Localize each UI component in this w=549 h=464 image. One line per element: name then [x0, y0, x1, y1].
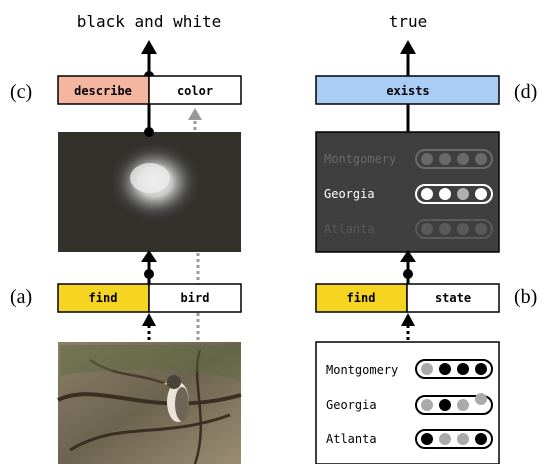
kb-state-name: Georgia	[326, 398, 377, 412]
describe-module-label: describe	[74, 84, 132, 98]
bird-photo-foliage	[60, 345, 240, 380]
right-join-dot-mid	[403, 269, 413, 279]
kb-pill-georgia	[415, 393, 493, 415]
bird-module-label: bird	[181, 291, 210, 305]
attention-map-core	[130, 163, 170, 193]
attention-state-name: Montgomery	[324, 152, 396, 166]
attention-pill-atlanta	[415, 219, 493, 239]
left-dotted-arrowhead-top	[188, 108, 202, 120]
right-output-arrowhead	[400, 40, 416, 54]
bird-photo-bird-head	[167, 375, 181, 389]
right-output-text: true	[389, 12, 428, 31]
attention-pill-montgomery	[415, 149, 493, 169]
attention-state-name: Atlanta	[324, 222, 375, 236]
bird-photo-branch-1	[57, 392, 242, 406]
bird-photo-bird-beak	[163, 382, 167, 385]
left-join-dot-image	[144, 127, 154, 137]
kb-state-name: Montgomery	[326, 363, 398, 377]
find-module-left-label: find	[89, 291, 118, 305]
left-output-text: black and white	[77, 12, 222, 31]
kb-state-name: Atlanta	[326, 432, 377, 446]
left-join-dot-mid	[144, 269, 154, 279]
attention-pill-georgia	[415, 184, 493, 204]
bird-module	[148, 283, 242, 313]
left-dotted-arrowhead-bottom	[142, 313, 156, 326]
kb-pill-atlanta	[415, 429, 493, 449]
find-module-right-label: find	[347, 291, 376, 305]
attention-state-name: Georgia	[324, 187, 375, 201]
color-module-label: color	[177, 84, 213, 98]
label-b: (b)	[514, 286, 537, 308]
find-module-right	[315, 283, 408, 313]
label-a: (a)	[10, 286, 32, 308]
state-module-label: state	[435, 291, 471, 305]
left-mid-arrowhead	[141, 250, 157, 262]
bird-photo-bird-wing	[175, 387, 189, 421]
bird-photo-branch-2	[69, 413, 231, 452]
color-module	[148, 75, 242, 105]
exists-module-label: exists	[386, 84, 429, 98]
bird-photo-branch-4	[193, 349, 202, 464]
kb-pill-montgomery	[415, 359, 493, 379]
exists-module	[315, 75, 500, 105]
label-c: (c)	[10, 81, 32, 103]
label-d: (d)	[514, 81, 537, 103]
state-module	[406, 283, 500, 313]
right-dotted-arrowhead-bottom	[401, 313, 415, 326]
right-mid-arrowhead	[400, 250, 416, 262]
left-output-arrowhead	[141, 40, 157, 54]
